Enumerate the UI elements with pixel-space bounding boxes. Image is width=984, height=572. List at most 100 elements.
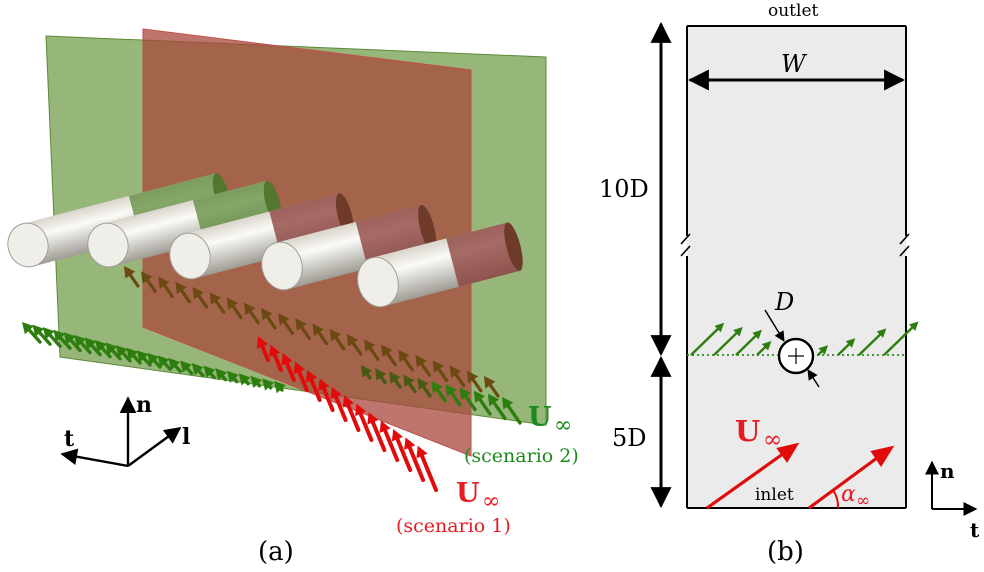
arrow-brown [346, 334, 363, 356]
arrow-red [404, 437, 426, 482]
arrow-green [215, 368, 228, 382]
arrow-green-right [417, 377, 432, 398]
profile-arrow [690, 322, 725, 356]
arrow-red [355, 403, 374, 442]
arrow-green-right [375, 368, 387, 385]
arrow-green [147, 352, 162, 369]
upstream-length-label: 10D [599, 175, 649, 203]
arrow-brown [466, 370, 483, 393]
arrow-red [305, 369, 322, 402]
inlet-label: inlet [755, 485, 794, 505]
profile-arrow [735, 329, 762, 356]
arrow-green [105, 342, 122, 361]
velocity-label-red: U [456, 478, 480, 509]
angle-label: α [841, 482, 856, 507]
t-axis-arrow [60, 448, 129, 468]
arrow-green-right [473, 390, 492, 416]
arrow-brown [124, 266, 140, 288]
arrow-green [203, 365, 216, 380]
arrow-brown [244, 302, 260, 325]
arrow-red [256, 336, 270, 362]
arrow-green [84, 337, 102, 357]
arrow-green [95, 339, 112, 359]
scenario-2-label: (scenario 2) [464, 445, 579, 467]
caption-a: (a) [258, 537, 294, 567]
triad-t-label: t [970, 518, 980, 542]
arrow-green [273, 381, 286, 394]
n-axis-label: n [136, 392, 152, 418]
velocity-arrows [22, 266, 522, 492]
t-axis-label: t [64, 426, 75, 452]
inflow-velocity-label: U [735, 414, 760, 448]
arrow-brown [226, 297, 243, 320]
arrow-red [416, 445, 438, 492]
arrow-brown [312, 323, 329, 346]
angle-sub: ∞ [856, 491, 870, 511]
arrow-brown [415, 355, 432, 377]
triad-n-label: n [940, 459, 955, 483]
panel-a: n t l U ∞ (scenario 2) U ∞ (scenario 1) … [7, 28, 579, 567]
velocity-sub-green: ∞ [554, 413, 572, 438]
arrow-green [250, 375, 263, 389]
diameter-arrow-bottom [807, 369, 820, 388]
arrow-brown [381, 344, 397, 367]
arrow-brown [484, 376, 500, 398]
arrow-brown [175, 281, 192, 304]
arrow-brown [449, 365, 466, 388]
arrow-green [238, 373, 251, 386]
profile-arrow [837, 338, 856, 356]
cylinder [261, 204, 437, 291]
cylinder-center-mark [788, 348, 804, 364]
arrow-red [330, 386, 348, 422]
side-walls [686, 26, 907, 508]
arrow-red [391, 428, 413, 472]
inflow-arrowhead-1 [776, 442, 800, 463]
profile-arrow [756, 341, 772, 356]
inflow-arrows [706, 442, 895, 510]
inflow-arrow-2 [808, 453, 882, 510]
arrow-red [293, 361, 309, 392]
arrow-green [53, 329, 72, 350]
domain-rect [687, 26, 906, 508]
inflow-velocity-sub: ∞ [763, 427, 782, 453]
diameter-arrow-top [764, 309, 785, 342]
arrow-brown [158, 276, 174, 299]
profile-arrows [690, 321, 919, 356]
panel-b: outlet inlet W 10D 5D D U ∞ [599, 1, 980, 567]
arrow-brown [141, 271, 157, 293]
scenario-1-label: (scenario 1) [396, 515, 511, 537]
arrow-green [136, 350, 152, 367]
arrow-green-right [487, 393, 507, 421]
velocity-sub-red: ∞ [482, 489, 500, 514]
axis-triad [60, 396, 182, 468]
profile-arrow [713, 327, 743, 356]
arrow-green [180, 360, 194, 376]
arrow-brown [278, 313, 294, 335]
inflow-arrowhead-2 [870, 445, 895, 467]
arrow-red [367, 412, 387, 452]
arrow-green [74, 334, 92, 355]
arrow-red [281, 353, 296, 382]
arrow-red [379, 420, 400, 462]
cylinders [7, 173, 523, 308]
arrow-green [22, 322, 42, 344]
arrow-brown [192, 286, 209, 309]
profile-arrow [817, 345, 829, 356]
arrow-red [269, 344, 283, 372]
width-label: W [781, 50, 808, 78]
arrow-green-right [431, 381, 447, 403]
arrow-green [168, 357, 182, 373]
arrow-green [191, 363, 205, 378]
angle-arc [832, 489, 840, 509]
arrow-green [42, 327, 62, 348]
arrow-brown [432, 360, 449, 382]
arrow-green [115, 345, 132, 363]
cylinder [357, 222, 523, 308]
arrow-green-right [389, 371, 402, 389]
arrow-green-right [445, 384, 462, 407]
arrow-green-right [361, 365, 373, 380]
arrow-green-right [502, 397, 522, 425]
arrow-green [63, 332, 82, 353]
arrow-brown [364, 339, 380, 361]
caption-b: (b) [767, 537, 804, 567]
